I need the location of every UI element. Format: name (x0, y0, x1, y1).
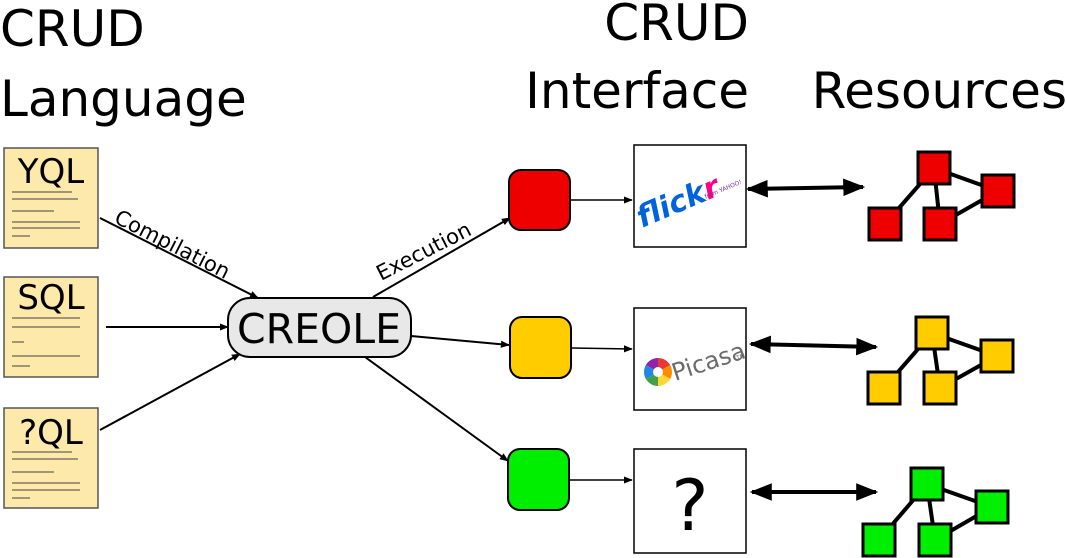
resource-node (922, 370, 958, 406)
resource-node (866, 370, 902, 406)
resource-node (916, 150, 952, 186)
language-label-unknown: ?QL (19, 413, 83, 453)
edge-label-execution: Execution (372, 217, 475, 285)
language-doc-sql: SQL (3, 276, 99, 378)
edge-label-compilation: Compilation (111, 205, 234, 284)
resource-node (922, 206, 958, 242)
arrow-yellow-node-to-picasa (571, 345, 633, 353)
resource-node (979, 338, 1015, 374)
arrow-flickr-resources (745, 178, 866, 198)
resource-node (909, 466, 945, 502)
arrow-hub-to-green-node (364, 356, 509, 462)
heading-language-line1: CRUD (0, 0, 145, 58)
arrow-picasa-resources (748, 335, 879, 356)
heading-interface-line2: Interface (525, 62, 749, 120)
resource-graph-green (861, 466, 1010, 558)
arrow-unknown-to-hub (99, 353, 241, 431)
creole-hub (227, 297, 412, 358)
unknown-interface-mark: ? (671, 465, 708, 547)
resource-node (974, 489, 1010, 525)
interface-node-yellow (509, 316, 572, 379)
heading-resources: Resources (812, 62, 1067, 120)
language-label-sql: SQL (17, 278, 84, 318)
interface-picasa: Picasa TM (633, 307, 749, 411)
language-doc-yql: YQL (3, 147, 99, 249)
arrow-yql-to-hub (99, 217, 259, 299)
creole-hub-label: CREOLE (237, 305, 401, 353)
interface-flickr: flickr from YAHOO! (631, 144, 747, 248)
arrow-hub-to-red-node (372, 217, 511, 298)
resource-node (914, 315, 950, 351)
language-label-yql: YQL (17, 152, 85, 192)
language-doc-unknown: ?QL (3, 407, 99, 509)
resource-node (861, 522, 897, 558)
heading-language-line2: Language (0, 70, 247, 128)
picasa-logo-sub: TM (735, 353, 747, 363)
document-icon (3, 407, 99, 509)
document-icon (3, 147, 99, 249)
picasa-logo-icon (644, 358, 672, 386)
heading-interface-line1: CRUD (604, 0, 749, 52)
interface-node-red (508, 169, 571, 231)
arrow-hub-to-yellow-node (410, 335, 510, 348)
resource-node (980, 173, 1016, 209)
interface-node-green (507, 448, 570, 511)
resource-graph-yellow (866, 315, 1015, 406)
resource-node (867, 206, 903, 242)
resource-node (917, 522, 953, 558)
interface-unknown: ? (633, 448, 747, 554)
resource-graph-red (867, 150, 1016, 242)
